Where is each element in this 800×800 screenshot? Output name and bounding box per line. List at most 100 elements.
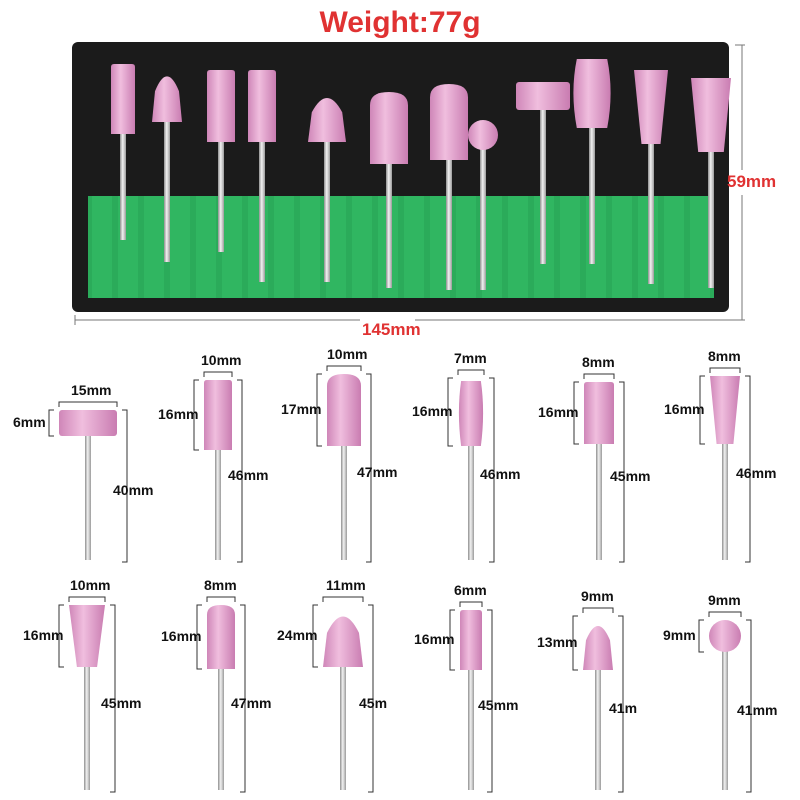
dimension-label: 46mm [228,467,269,483]
dimension-label: 8mm [582,354,615,370]
dimension-label: 15mm [71,382,112,398]
foam-slot [170,196,190,298]
height-bracket [316,373,322,447]
grinding-stone [370,92,408,164]
length-bracket [368,604,374,793]
dimension-label: 7mm [454,350,487,366]
grinding-stone [584,382,614,444]
width-bracket [583,373,615,379]
bit-shank [164,120,170,262]
bit-shank [120,132,126,240]
grinding-stone [709,620,741,652]
bit-shank [259,140,265,282]
height-bracket [312,604,318,668]
width-bracket [58,401,118,407]
foam-slot [430,196,450,298]
bit-shank [468,668,474,790]
dimension-label: 41mm [737,702,778,718]
dimension-label: 16mm [161,628,202,644]
length-bracket [618,615,624,793]
foam-insert [88,196,714,298]
dimension-label: 59mm [727,172,777,191]
length-bracket [487,609,493,793]
bit-shank [468,444,474,560]
bit-shank [218,140,224,252]
length-bracket [122,409,128,563]
bit-shank [85,434,91,560]
dimension-label: 46mm [736,465,777,481]
bit-shank [340,665,346,790]
dimension-label: 41m [609,700,638,716]
width-bracket [203,371,233,377]
dimension-label: 40mm [113,482,154,498]
dimension-label: 16mm [412,403,453,419]
width-bracket [708,611,742,617]
width-bracket [326,365,362,371]
foam-slot [352,196,372,298]
length-bracket [237,379,243,563]
dimension-label: 16mm [158,406,199,422]
foam-slot [456,196,476,298]
width-bracket [459,601,483,607]
bit-shank [589,126,595,264]
dimension-label: 16mm [538,404,579,420]
dimension-label: 46mm [480,466,521,482]
dimension-label: 8mm [708,348,741,364]
foam-slot [508,196,528,298]
grinding-stone [248,70,276,142]
dimension-label: 45mm [478,697,519,713]
foam-slot [404,196,424,298]
dimension-label: 45mm [101,694,142,711]
grinding-stone [207,605,235,669]
dimension-label: 16mm [23,627,64,643]
height-bracket [573,381,579,445]
width-bracket [582,607,614,613]
dimension-label: 9mm [708,592,741,608]
foam-slot [326,196,346,298]
grinding-stone [327,374,361,446]
dimension-label: 47mm [231,694,272,711]
bit-shank [648,142,654,284]
foam-slot [612,196,632,298]
grinding-stone [69,605,105,667]
grinding-stone [691,78,731,152]
dimension-label: 10mm [327,346,368,362]
dimension-label: 16mm [664,401,705,417]
dimension-label: 6mm [454,582,487,598]
foam-slot [300,196,320,298]
length-bracket [619,381,625,563]
dimension-label: 11mm [326,577,366,593]
foam-slot [274,196,294,298]
dimension-label: 16mm [414,631,455,647]
grinding-stone [308,97,346,142]
height-bracket [698,619,704,653]
bit-shank [722,650,728,790]
grinding-stone [583,625,613,670]
bit-shank [540,108,546,264]
bit-shank [324,140,330,282]
bit-shank [480,148,486,290]
grinding-stone [152,76,182,122]
bit-shank [446,158,452,290]
foam-slot [690,196,710,298]
length-bracket [240,604,246,793]
length-bracket [745,375,751,563]
grinding-stone [710,376,740,444]
length-bracket [489,377,495,563]
dimension-label: 6mm [13,414,46,430]
height-bracket [449,609,455,671]
foam-slot [664,196,684,298]
dimension-label: 47mm [357,464,398,480]
height-bracket [196,604,202,670]
dimension-label: 45m [359,694,388,711]
height-bracket [58,604,64,668]
grinding-stone [111,64,135,134]
height-bracket [48,409,54,437]
length-bracket [110,604,116,793]
bit-shank [722,442,728,560]
width-bracket [457,369,485,375]
dimension-label: 9mm [663,627,696,643]
foam-slot [222,196,242,298]
width-bracket [709,367,741,373]
